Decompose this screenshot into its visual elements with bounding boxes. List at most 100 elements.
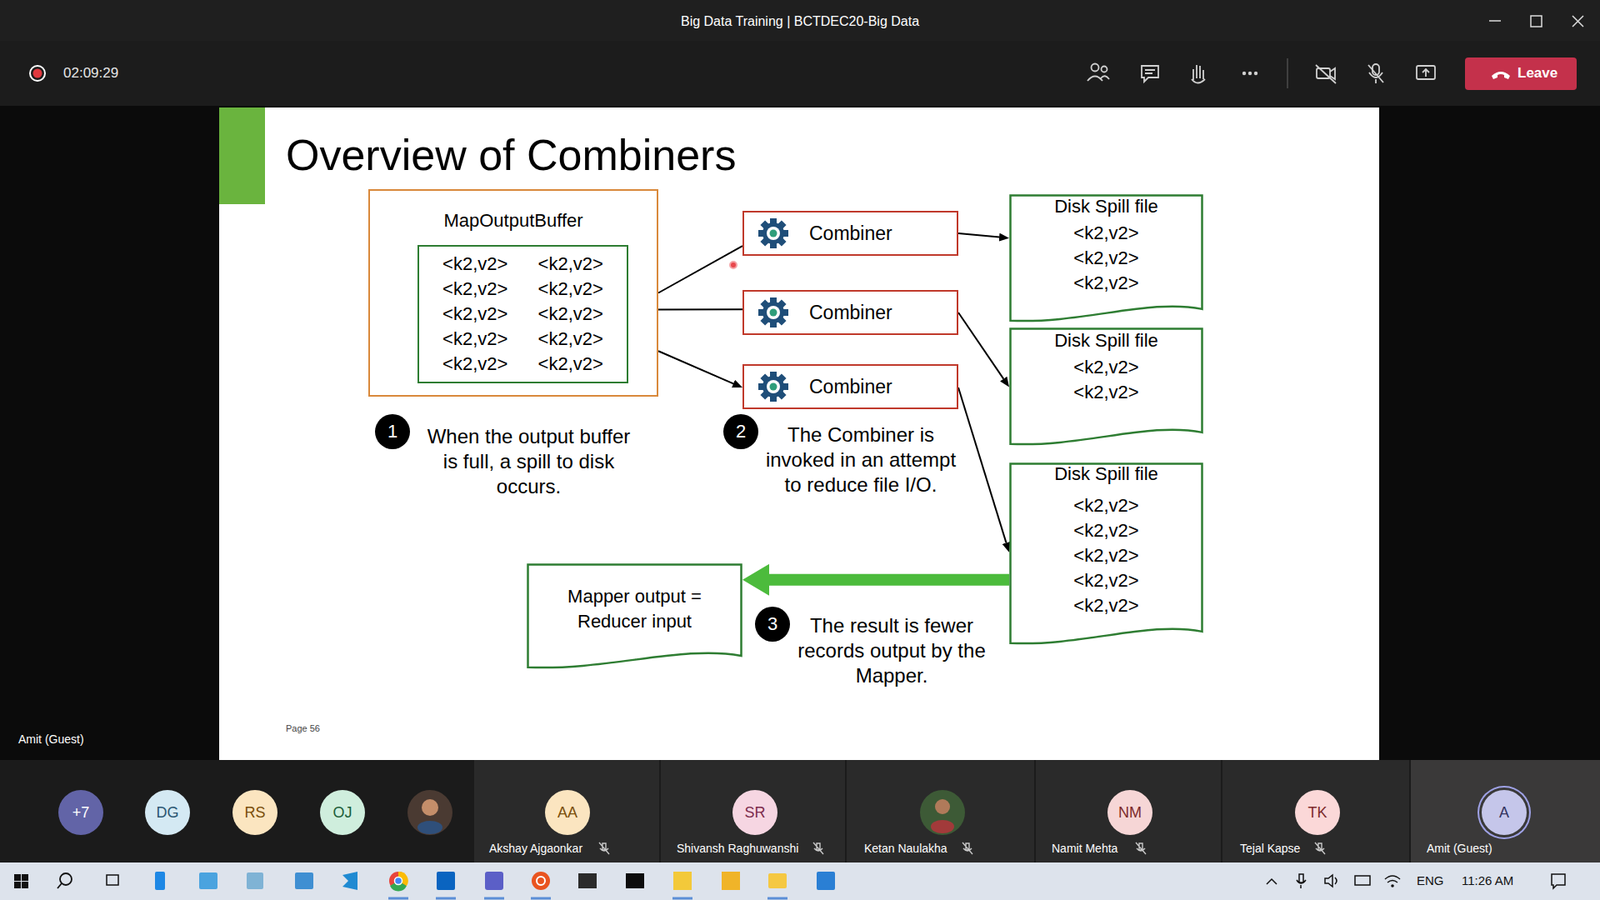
record-text: <k2,v2> [442, 276, 508, 302]
gear-icon [757, 217, 790, 250]
slide [219, 107, 1380, 760]
app-icon [246, 872, 264, 890]
close-icon [1572, 15, 1584, 27]
participant-photo [920, 790, 965, 835]
participant-bar [0, 760, 1600, 863]
participant-name: Shivansh Raghuwanshi [676, 841, 799, 856]
teams-icon [485, 871, 504, 890]
task-view-icon [106, 875, 119, 885]
connector [658, 308, 743, 310]
participant-photo [421, 799, 439, 816]
label-box: When the output buffer is full, a spill … [418, 424, 640, 500]
badge-circle: SR [732, 790, 778, 835]
avatar-initials: OJ [332, 803, 352, 822]
active-indicator [530, 897, 551, 900]
record-text: <k2,v2> [1073, 245, 1139, 271]
badge-circle: 1 [375, 414, 410, 450]
app-icon [155, 871, 165, 890]
combiner-box: Combiner [742, 290, 959, 335]
label-box: The Combiner is invoked in an attempt to… [760, 422, 961, 498]
document-outline [528, 565, 742, 669]
start-logo [14, 881, 21, 889]
spill-file-heading: Disk Spill file [1054, 463, 1159, 485]
badge-circle: TK [1295, 790, 1340, 835]
callout-number: 2 [735, 420, 746, 443]
record-text: <k2,v2> [1073, 593, 1139, 619]
leave-button-text: Leave [1517, 65, 1558, 82]
participant-photo [930, 820, 955, 834]
page-number: Page 56 [285, 723, 320, 735]
tray-clock: 11:26 AM [1461, 873, 1514, 889]
record-text: <k2,v2> [1073, 493, 1139, 519]
callout-number: 1 [387, 420, 398, 443]
search-icon [57, 883, 62, 889]
badge-circle: 2 [723, 414, 759, 450]
control-icons [1087, 58, 1435, 89]
record-text: <k2,v2> [538, 251, 604, 277]
tray-caret [1266, 879, 1277, 885]
avatar-initials: TK [1307, 803, 1327, 822]
file-explorer-icon [768, 873, 787, 889]
taskbar [0, 862, 1600, 900]
buffer-box: MapOutputBuffer<k2,v2><k2,v2><k2,v2><k2,… [368, 189, 659, 397]
app-icon [199, 872, 218, 890]
label-box: Big Data Training | BCTDEC20-Big Data [680, 13, 920, 30]
toolbar-divider [1286, 58, 1289, 89]
badge-circle: 3 [755, 606, 790, 642]
badge-circle: +7 [58, 790, 104, 835]
label-box: 02:09:29 [63, 65, 119, 82]
label-box: Page 56 [285, 723, 320, 735]
connector [958, 312, 1004, 380]
record-text: <k2,v2> [1073, 380, 1139, 405]
laser-pointer [730, 261, 737, 269]
spill-file-heading: Disk Spill file [1054, 195, 1159, 218]
active-indicator [767, 897, 788, 900]
app-icon [721, 871, 740, 890]
connector [958, 387, 1006, 543]
stage-area [0, 105, 1600, 760]
record-text: <k2,v2> [1073, 568, 1139, 594]
participant-tile [1222, 760, 1410, 863]
more-icon [1254, 71, 1258, 75]
gear-icon [757, 296, 790, 329]
label-box: Tejal Kapse [1240, 841, 1300, 856]
participant-name: Ketan Naulakha [864, 841, 948, 856]
flow-arrow [769, 574, 1010, 586]
muted-mic-icon [1315, 842, 1325, 855]
avatar-initials: DG [156, 803, 180, 822]
outlook-icon [436, 871, 455, 890]
connector [658, 350, 734, 384]
more-icon [1248, 71, 1252, 75]
gear-hub [770, 230, 778, 238]
document-outline [1010, 195, 1203, 322]
tray-language: ENG [1416, 873, 1445, 889]
label-box: Shivansh Raghuwanshi [676, 841, 799, 856]
participant-photo [935, 799, 950, 815]
record-text: <k2,v2> [442, 301, 508, 327]
tray-battery [1355, 875, 1370, 885]
connector [958, 233, 1000, 238]
participants-icon [1091, 64, 1100, 72]
active-indicator [672, 897, 693, 900]
record-dot [33, 69, 43, 79]
label-box: ENG [1416, 873, 1445, 889]
start-logo [21, 881, 29, 889]
muted-mic-icon [813, 842, 824, 855]
document-outline [1010, 329, 1203, 445]
label-box: Amit (Guest) [1426, 841, 1493, 856]
leave-button [1465, 57, 1577, 90]
document-outline [1010, 464, 1203, 645]
avatar-initials: NM [1118, 803, 1142, 822]
callout-text: The Combiner is invoked in an attempt to… [760, 422, 961, 498]
spill-file-shape: Disk Spill file<k2,v2><k2,v2><k2,v2><k2,… [1009, 462, 1204, 646]
label-box: 11:26 AM [1461, 873, 1514, 889]
record-text: <k2,v2> [1073, 543, 1139, 569]
record-text: <k2,v2> [538, 301, 604, 327]
muted-mic-icon [962, 842, 973, 855]
control-bar [0, 40, 1600, 106]
hang-up-icon [1491, 71, 1510, 80]
raise-hand-icon [1191, 65, 1205, 84]
combiner-label: Combiner [809, 300, 893, 325]
combiner-box: Combiner [742, 364, 959, 410]
